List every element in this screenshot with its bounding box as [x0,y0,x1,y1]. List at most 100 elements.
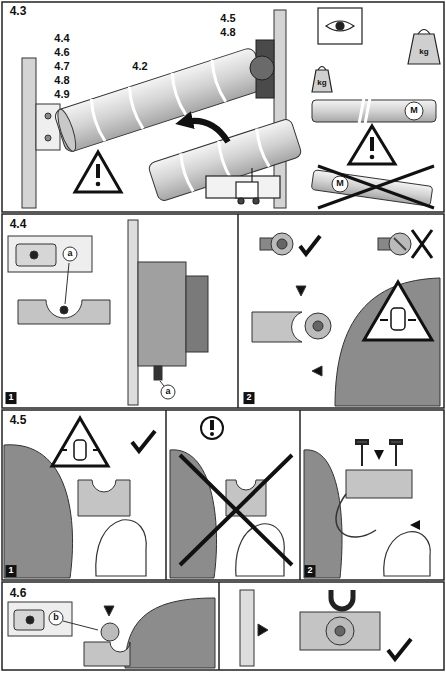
screw-symbol [356,440,402,466]
parts-box [16,244,56,266]
part-letter: a [67,249,72,259]
roller-end [84,598,215,668]
section-reference: 4.5 [220,12,235,24]
wrong-orientation-roller [311,166,434,208]
section-reference: 4.6 [54,46,69,58]
weight-symbol [312,70,332,92]
bearing-bracket [60,306,68,314]
pinch-warning [380,319,416,321]
motor-roller [405,102,423,120]
motor-symbol-letter: M [410,106,418,116]
step-number: 4.6 [10,587,27,600]
weight-symbol [318,67,326,71]
warning-triangle [75,152,121,192]
wrong-orientation-roller [318,166,434,208]
forklift-symbol [206,176,280,198]
part-letter: a [165,387,170,397]
wrong-orientation-roller [332,176,348,192]
motor-head [138,262,186,366]
step-number: 4.4 [10,218,27,231]
motor-roller [312,100,436,122]
panel-frame [2,2,444,212]
warning-triangle [349,126,395,164]
inspection-eye [318,8,362,44]
roller-end [305,313,331,339]
motor-roller [359,98,370,124]
motor-symbol-letter: M [336,179,344,189]
lower-roller [147,118,302,202]
panel-frame [165,410,167,580]
bearing-housing [240,590,254,666]
roller-end [104,606,114,616]
section-reference: 4.7 [54,60,69,72]
motor-head [154,366,162,380]
mounting-rail [45,113,51,119]
lift-arrow [184,121,228,142]
parts-box [14,610,44,630]
check-mark [132,431,155,451]
weight-symbol [418,30,430,35]
section-reference: 4.2 [132,60,147,72]
mounting-rail [45,135,51,141]
bearing-housing [258,624,268,636]
mounting-rail [22,58,36,208]
leader-line [63,621,98,630]
warning-triangle [370,155,375,160]
roller-end [84,642,130,666]
roller-end [335,278,440,406]
forklift-symbol [251,168,252,182]
check-mark [388,639,411,659]
pinch-warning [52,418,108,466]
section-reference: 4.8 [54,74,69,86]
parts-box [30,251,38,259]
warning-triangle [96,182,101,187]
panel-frame [218,582,220,670]
motor-head [186,276,208,352]
upper-roller [89,60,226,142]
attention-symbol [210,420,214,430]
forklift-symbol [238,198,244,204]
screw-symbol [390,440,402,444]
sub-step-number: 2 [304,565,315,577]
cross-mark [180,455,292,565]
hand-outline [384,532,431,576]
weight-symbol [312,30,440,93]
pinch-warning [364,282,432,340]
section-reference: 4.4 [54,32,69,44]
bearing-bracket [78,470,412,516]
correct-bearing [260,233,320,255]
correct-bearing [300,236,320,254]
cross-mark [180,455,292,565]
warning-triangle [96,164,100,178]
roller-end [252,278,440,406]
pinch-warning [391,308,405,330]
leader-line [63,621,98,630]
wrong-bearing [394,238,406,250]
weight-symbol [408,34,440,64]
weight-unit: kg [419,48,428,57]
bearing-bracket [18,300,110,324]
weight-unit: kg [317,79,326,88]
part-letter: b [53,613,59,623]
screw-symbol [374,450,384,460]
pinch-warning [74,440,86,460]
lift-arrow [184,121,228,142]
bearing-bracket [346,470,412,498]
motor-head [128,220,208,405]
upper-roller [54,108,79,154]
forklift-symbol [206,168,280,204]
warning-triangle [370,137,374,151]
forklift-symbol [253,198,259,204]
cable [336,494,376,537]
cable [336,494,420,537]
section-reference: 4.8 [220,26,235,38]
leader-line [160,381,164,386]
panel-frame [237,214,239,408]
roller-end [101,623,119,641]
screw-symbol [356,440,368,444]
wrong-bearing [378,230,432,258]
motor-head [161,385,175,399]
